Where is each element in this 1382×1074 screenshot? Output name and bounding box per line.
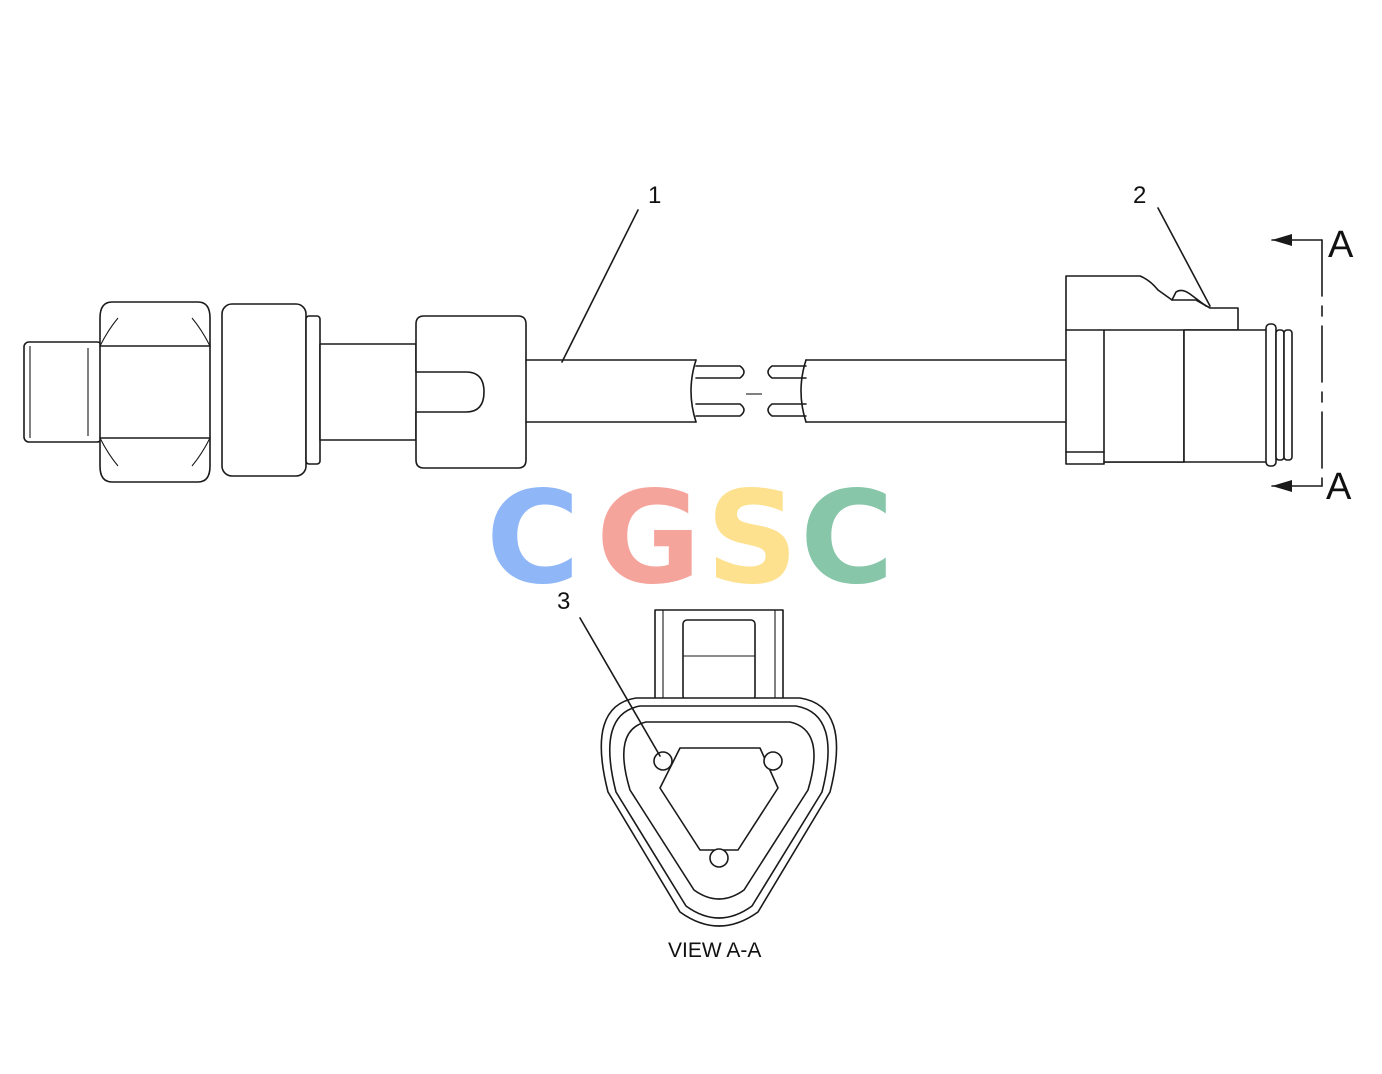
callout-1: 1 (648, 182, 661, 209)
watermark-letter-3: S (706, 464, 798, 613)
watermark-letter-1: C (486, 464, 580, 613)
watermark-letter-2: G (596, 464, 701, 613)
connector-end-view (600, 609, 838, 927)
view-caption: VIEW A-A (668, 939, 761, 962)
callout-2: 2 (1133, 182, 1146, 209)
harness-cable (525, 359, 1067, 423)
watermark-letter-4: C (800, 464, 894, 613)
callout-leaders (561, 207, 1211, 757)
cgsc-watermark: C G S C (486, 464, 894, 613)
connector-plug (1065, 275, 1293, 467)
section-line-a-a (1271, 234, 1323, 492)
section-mark-top: A (1328, 224, 1354, 266)
callout-3: 3 (557, 588, 570, 615)
pressure-sensor (23, 301, 527, 483)
section-mark-bottom: A (1326, 466, 1352, 508)
